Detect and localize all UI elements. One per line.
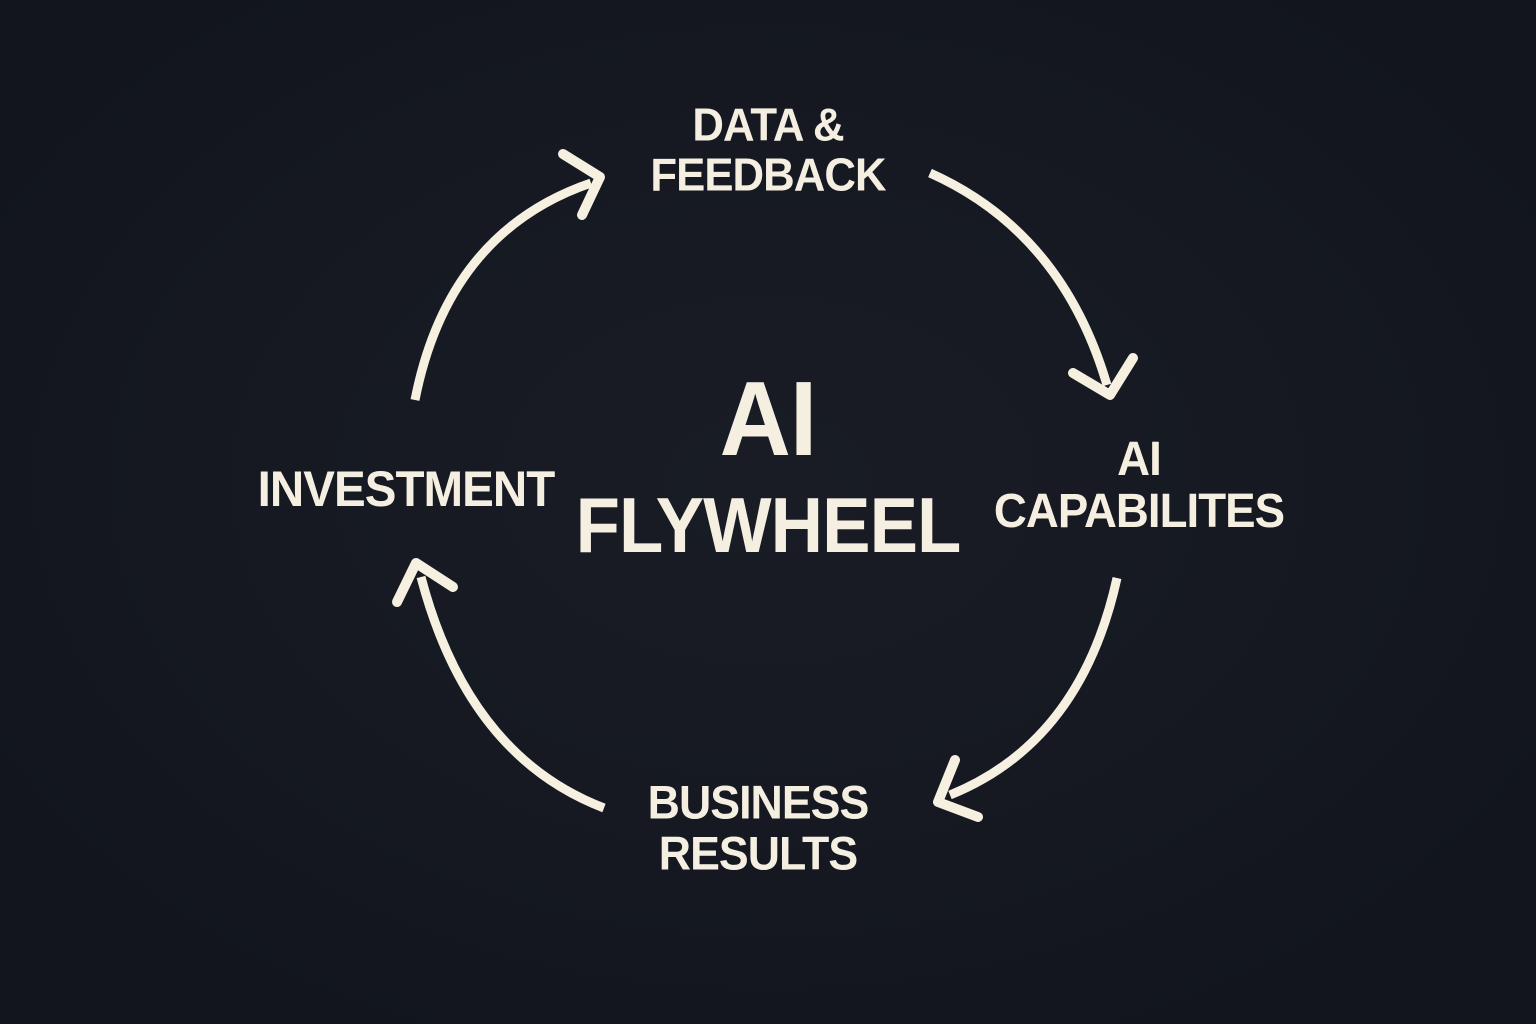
node-label-ai-capabilities: AI CAPABILITES bbox=[993, 433, 1285, 538]
arrow-investment-to-data-feedback-icon bbox=[410, 149, 605, 401]
node-label-business-results: BUSINESS RESULTS bbox=[647, 775, 870, 879]
node-business-results-line1: BUSINESS bbox=[647, 775, 870, 829]
node-data-feedback-line2: FEEDBACK bbox=[650, 148, 886, 200]
arrow-data-feedback-to-ai-capabilities-icon bbox=[928, 168, 1138, 400]
arrow-business-results-to-investment-icon bbox=[392, 558, 606, 813]
center-title: AI FLYWHEEL bbox=[575, 360, 962, 569]
center-title-line1: AI bbox=[719, 360, 818, 478]
node-business-results-line2: RESULTS bbox=[658, 826, 858, 879]
arrow-ai-capabilities-to-business-results-icon bbox=[933, 577, 1122, 822]
node-ai-capabilities-line1: AI bbox=[1117, 433, 1162, 487]
node-label-investment: INVESTMENT bbox=[257, 461, 556, 517]
center-title-line2: FLYWHEEL bbox=[575, 481, 962, 569]
node-data-feedback-line1: DATA & bbox=[692, 98, 844, 151]
node-label-data-feedback: DATA & FEEDBACK bbox=[650, 98, 886, 200]
node-ai-capabilities-line2: CAPABILITES bbox=[993, 485, 1285, 538]
node-investment-line1: INVESTMENT bbox=[257, 461, 556, 517]
